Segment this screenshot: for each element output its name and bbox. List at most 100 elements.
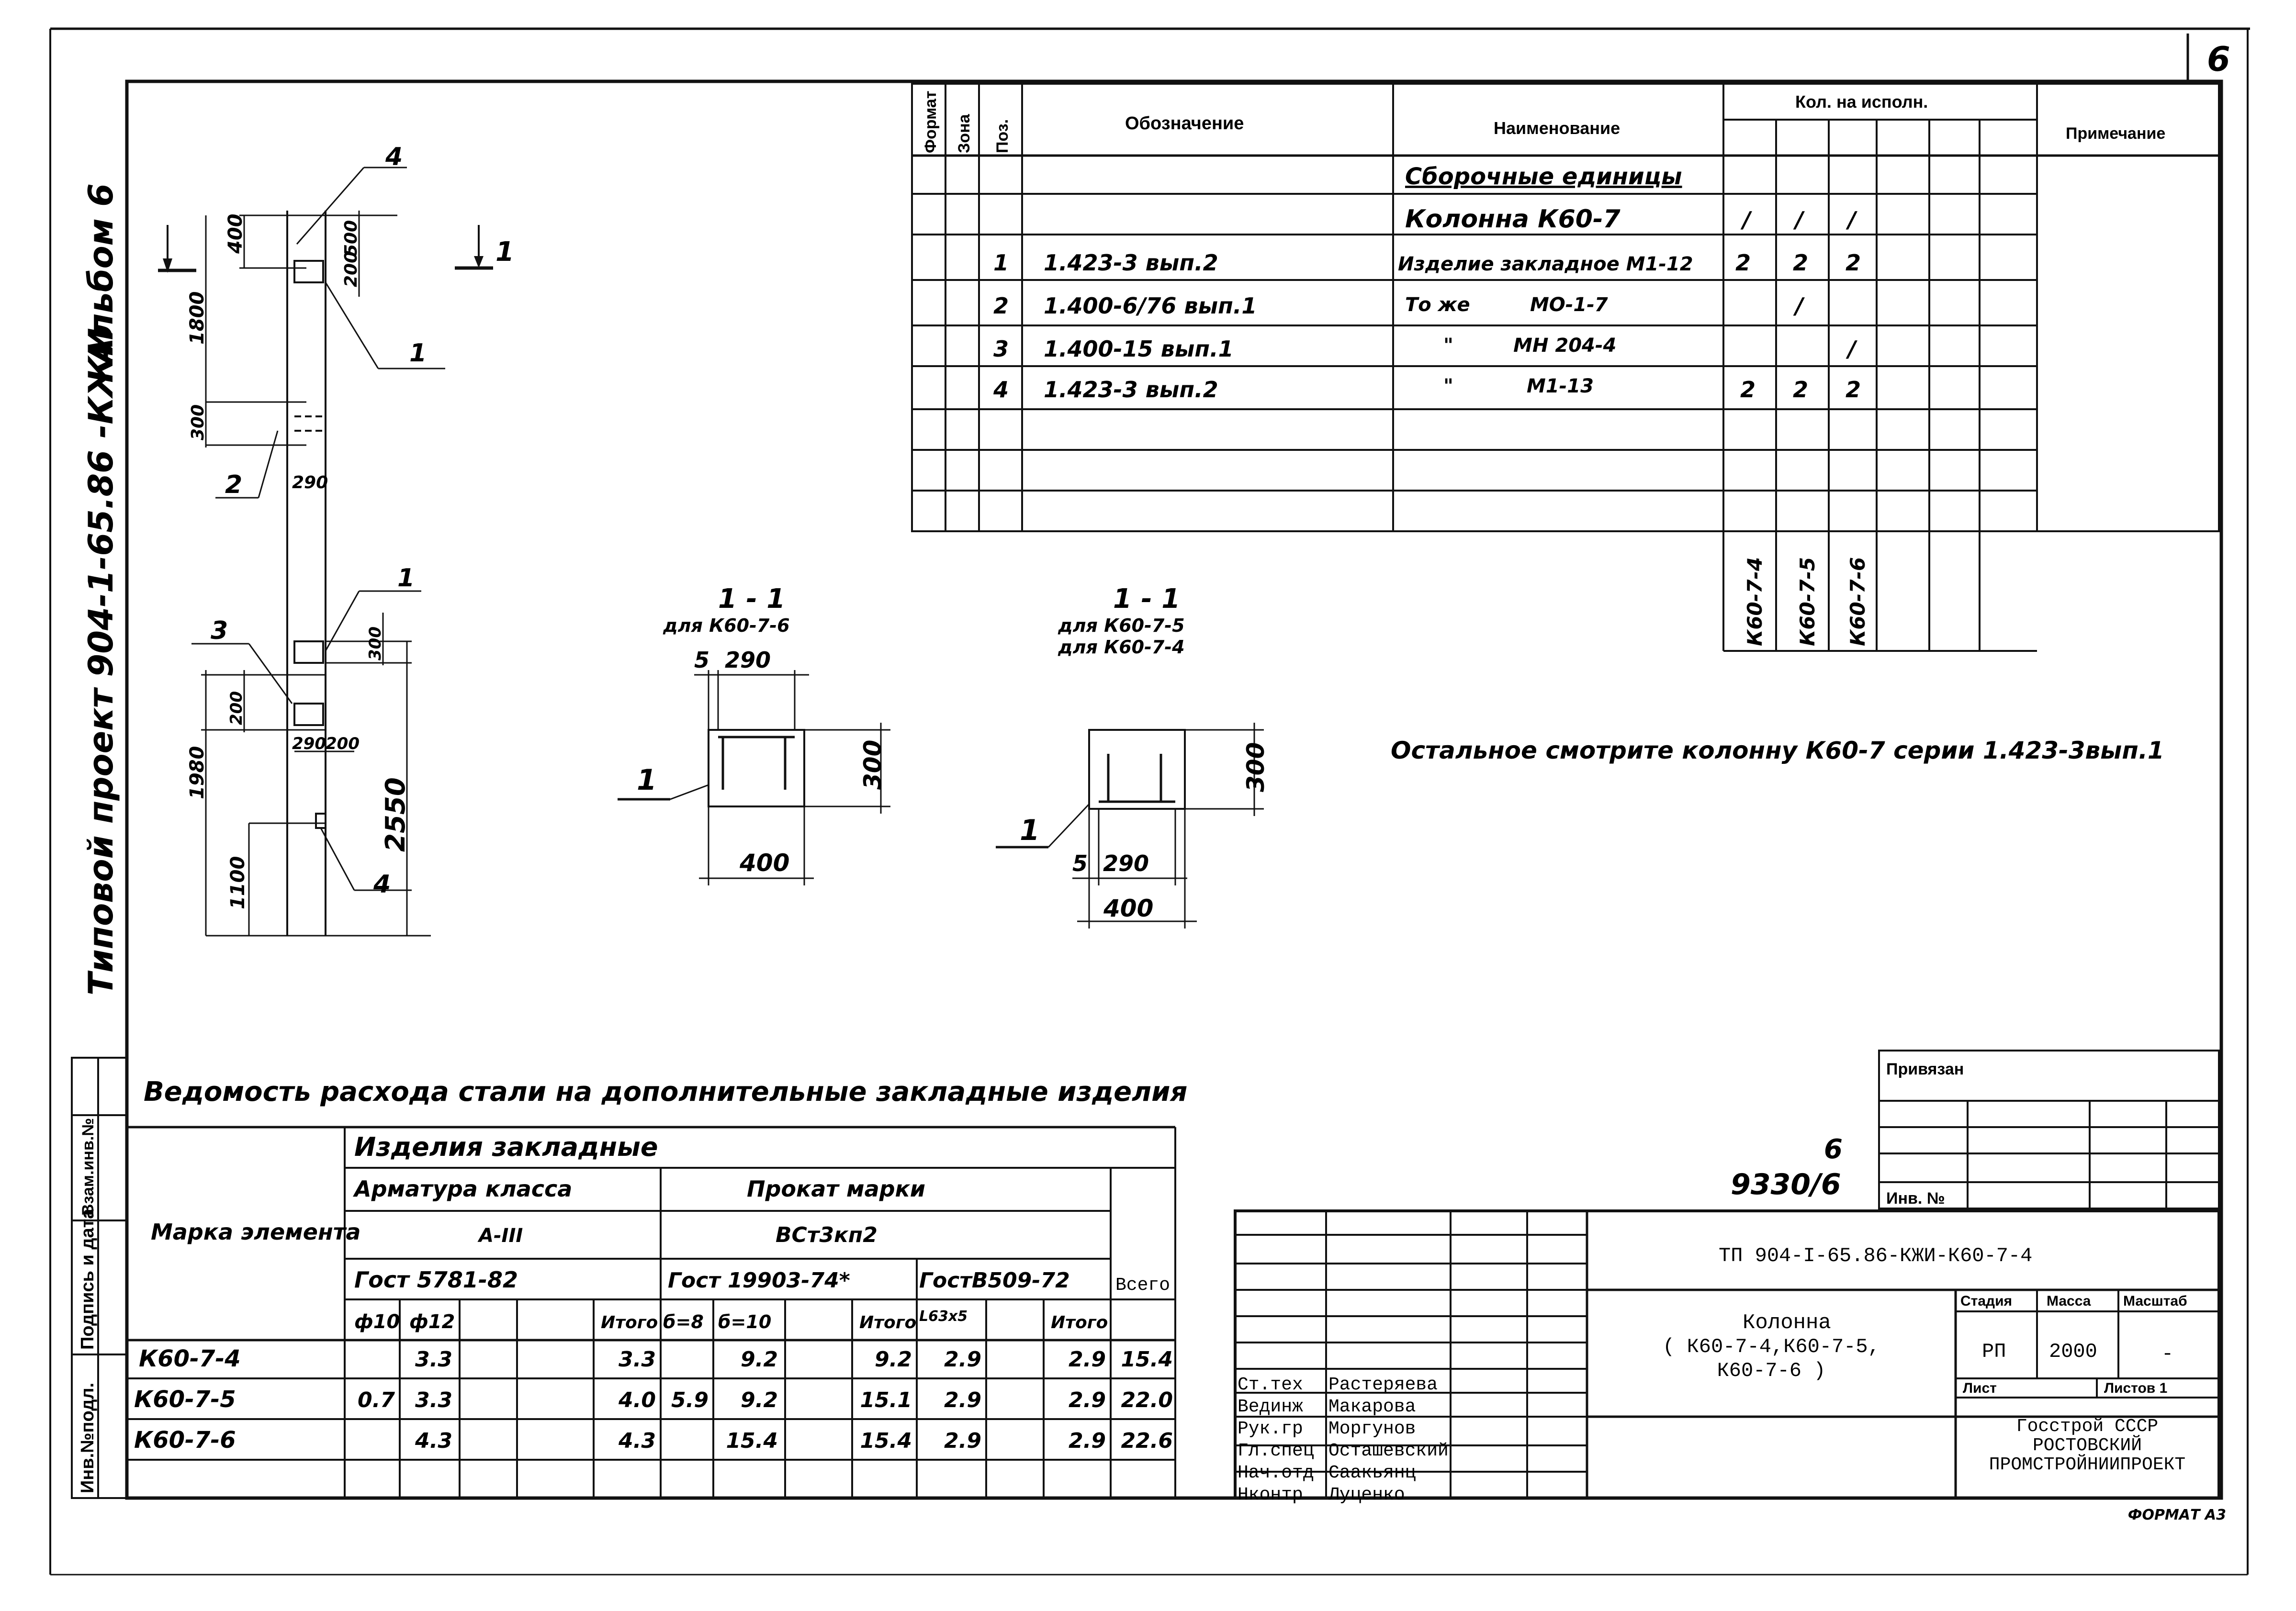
signature-name: Растеряева — [1328, 1375, 1438, 1395]
section-b-dim-bottom: 400 — [1103, 895, 1153, 922]
album-title: Альбом 6 — [81, 183, 121, 366]
mass-header: Масса — [2047, 1293, 2091, 1309]
dim-label: 500 — [341, 220, 361, 256]
steel-cell: 3.3 — [415, 1347, 452, 1372]
steel-mark-header: Марка элемента — [151, 1219, 360, 1245]
text-line: Госстрой СССР — [2016, 1416, 2158, 1437]
dim-label: 1980 — [186, 746, 208, 799]
variant-label: К60-7-4 — [1743, 557, 1767, 646]
spec-row-q2: 2 — [1793, 377, 1808, 403]
steel-cell: 15.1 — [860, 1388, 912, 1412]
steel-cell: 2.9 — [1069, 1388, 1106, 1412]
steel-cell: 3.3 — [415, 1388, 452, 1412]
steel-cell: 2.9 — [1069, 1429, 1106, 1453]
steel-row-mark: К60-7-4 — [139, 1345, 241, 1372]
spec-row-designation: 1.400-15 вып.1 — [1044, 336, 1234, 362]
steel-row: К60-7-4 3.3 3.3 9.2 9.2 2.9 2.9 15.4 — [139, 1345, 1173, 1372]
inv-number-top: 6 — [1824, 1134, 1843, 1165]
spec-header-format: Формат — [922, 91, 940, 153]
spec-row: 3 1.400-15 вып.1 " МН 204-4 / — [993, 335, 1857, 362]
signature-role: Рук.гр — [1238, 1419, 1303, 1439]
steel-cell: 5.9 — [671, 1388, 709, 1412]
steel-gost-2: Гост 19903-74* — [668, 1268, 850, 1293]
leader-label: 1 — [409, 339, 427, 368]
signature-name: Моргунов — [1328, 1419, 1416, 1439]
format-label: ФОРМАТ А3 — [2128, 1507, 2226, 1523]
signature-role: Ст.тех — [1238, 1375, 1303, 1395]
spec-header-zone: Зона — [955, 113, 973, 153]
dim-label: 400 — [225, 214, 247, 255]
section-a-leader: 1 — [637, 763, 657, 797]
spec-row-q2: / — [1793, 207, 1805, 233]
stamp-inv-podl: Инв.№подл. — [78, 1383, 98, 1493]
doc-name: ( К60-7-4,К60-7-5,К60-7-6 ) — [1663, 1335, 1880, 1382]
spec-row-q3: 2 — [1846, 250, 1861, 276]
spec-section-title: Сборочные единицы — [1405, 163, 1682, 190]
spec-row-pos: 4 — [993, 377, 1009, 403]
dim-label: 200 — [326, 734, 360, 753]
project-title: Типовой проект 904-1-65.86 -КЖИ — [81, 328, 121, 996]
spec-row-q1: 2 — [1735, 250, 1751, 276]
dim-label: 200 — [341, 251, 361, 287]
privyazan-label: Привязан — [1886, 1060, 1964, 1078]
section-a-title: 1 - 1 — [718, 583, 785, 615]
signature-name: Макарова — [1328, 1397, 1416, 1417]
steel-armature: Арматура класса — [353, 1176, 572, 1202]
spec-header-designation: Обозначение — [1125, 113, 1244, 134]
steel-gost-1: Гост 5781-82 — [354, 1267, 518, 1293]
signature-name: Луценко — [1328, 1485, 1405, 1505]
steel-cell: 15.4 — [860, 1429, 912, 1453]
sheets-header: Листов 1 — [2104, 1380, 2167, 1396]
spec-row-pos: 3 — [993, 336, 1009, 362]
steel-row: К60-7-6 4.3 4.3 15.4 15.4 2.9 2.9 22.6 — [134, 1427, 1173, 1454]
doc-code: ТП 904-I-65.86-КЖИ-К60-7-4 — [1719, 1244, 2032, 1267]
inv-number: 9330/6 — [1731, 1168, 1841, 1201]
spec-row-q2: 2 — [1793, 250, 1808, 276]
steel-rolled-grade: ВСт3кп2 — [776, 1223, 878, 1247]
text-line: ПРОМСТРОЙНИИПРОЕКТ — [1989, 1454, 2185, 1475]
section-a-dim-side: 300 — [859, 740, 887, 790]
side-title: Типовой проект 904-1-65.86 -КЖИ Альбом 6 — [81, 183, 121, 996]
steel-row-mark: К60-7-5 — [134, 1386, 236, 1413]
section-a-subtitle: для К60-7-6 — [663, 615, 790, 636]
section-a — [618, 670, 890, 885]
section-b — [996, 723, 1264, 929]
steel-sub: ф10 — [354, 1311, 400, 1333]
section-b-subtitle-1: для К60-7-5 — [1058, 615, 1185, 636]
steel-sub: Итого — [1051, 1313, 1108, 1332]
spec-row-designation: 1.400-6/76 вып.1 — [1044, 293, 1257, 319]
dim-label: 2550 — [380, 777, 411, 852]
steel-subheaders: ф10 ф12 Итого б=8 б=10 Итого L63х5 Итого — [354, 1308, 1108, 1333]
spec-row-q1: / — [1740, 207, 1752, 233]
column-elevation — [158, 167, 493, 937]
section-a-dim-bottom: 400 — [739, 849, 789, 877]
steel-cell: 2.9 — [944, 1347, 981, 1372]
spec-row: 1 1.423-3 вып.2 Изделие закладное М1-12 … — [993, 250, 1861, 276]
spec-row-name: Изделие закладное М1-12 — [1398, 253, 1693, 275]
signature-name: Осташевский — [1328, 1441, 1449, 1461]
leader-label: 2 — [225, 470, 242, 499]
dim-label: 290 — [292, 473, 328, 492]
mass-value: 2000 — [2049, 1340, 2097, 1363]
section-b-title: 1 - 1 — [1113, 583, 1180, 615]
stamp-vzam: Взам.инв.№ — [79, 1118, 97, 1216]
steel-cell: 4.3 — [415, 1429, 452, 1453]
steel-gost-3: ГостВ509-72 — [919, 1268, 1070, 1293]
steel-sub: L63х5 — [919, 1308, 968, 1325]
spec-header-pos: Поз. — [993, 119, 1012, 153]
steel-row-total: 22.0 — [1121, 1388, 1173, 1412]
steel-cell: 4.3 — [618, 1429, 656, 1453]
privyazan-box — [1878, 1050, 2220, 1209]
variant-label: К60-7-5 — [1796, 557, 1819, 646]
steel-rolled: Прокат марки — [747, 1176, 925, 1202]
steel-mark-header-line: Марка элемента — [151, 1219, 360, 1245]
signature-role: Нач.отд — [1238, 1463, 1314, 1483]
section-marker: 1 — [495, 236, 514, 268]
dim-label: 1100 — [227, 856, 249, 909]
spec-table — [911, 83, 2220, 652]
steel-sub: Итого — [601, 1313, 658, 1332]
inv-label: Инв. № — [1886, 1189, 1945, 1208]
spec-row-name: Колонна К60-7 — [1405, 205, 1621, 234]
section-b-leader: 1 — [1020, 814, 1040, 847]
